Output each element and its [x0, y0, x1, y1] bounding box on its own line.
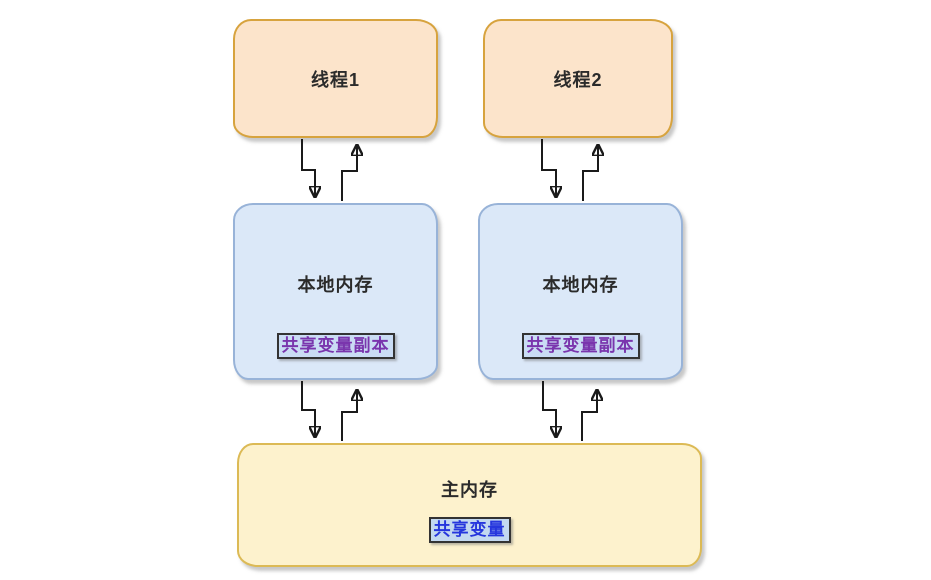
arrow-main-memory-to-local1 — [341, 390, 357, 441]
thread2-label: 线程2 — [553, 69, 603, 90]
arrow-local1-to-thread1 — [341, 145, 357, 201]
thread1-label: 线程1 — [310, 69, 360, 90]
local-memory-2-label: 本地内存 — [542, 275, 619, 295]
arrow-main-memory-to-local2 — [581, 390, 597, 441]
node-main-memory: 主内存 共享变量 — [237, 443, 702, 567]
shared-variable-copy-badge-1: 共享变量副本 — [276, 333, 395, 359]
shared-variable-badge: 共享变量 — [428, 517, 511, 543]
arrow-local2-to-main-memory — [542, 381, 556, 437]
arrow-thread1-to-local1 — [301, 139, 315, 197]
node-thread2: 线程2 — [483, 19, 673, 138]
arrow-local1-to-main-memory — [301, 381, 315, 437]
arrow-thread2-to-local2 — [541, 139, 556, 197]
node-local-memory-2: 本地内存 共享变量副本 — [478, 203, 683, 380]
local-memory-1-label: 本地内存 — [297, 275, 374, 295]
arrow-local2-to-thread2 — [582, 145, 598, 201]
main-memory-label: 主内存 — [441, 480, 498, 500]
node-thread1: 线程1 — [233, 19, 438, 138]
node-local-memory-1: 本地内存 共享变量副本 — [233, 203, 438, 380]
shared-variable-copy-badge-2: 共享变量副本 — [521, 333, 640, 359]
